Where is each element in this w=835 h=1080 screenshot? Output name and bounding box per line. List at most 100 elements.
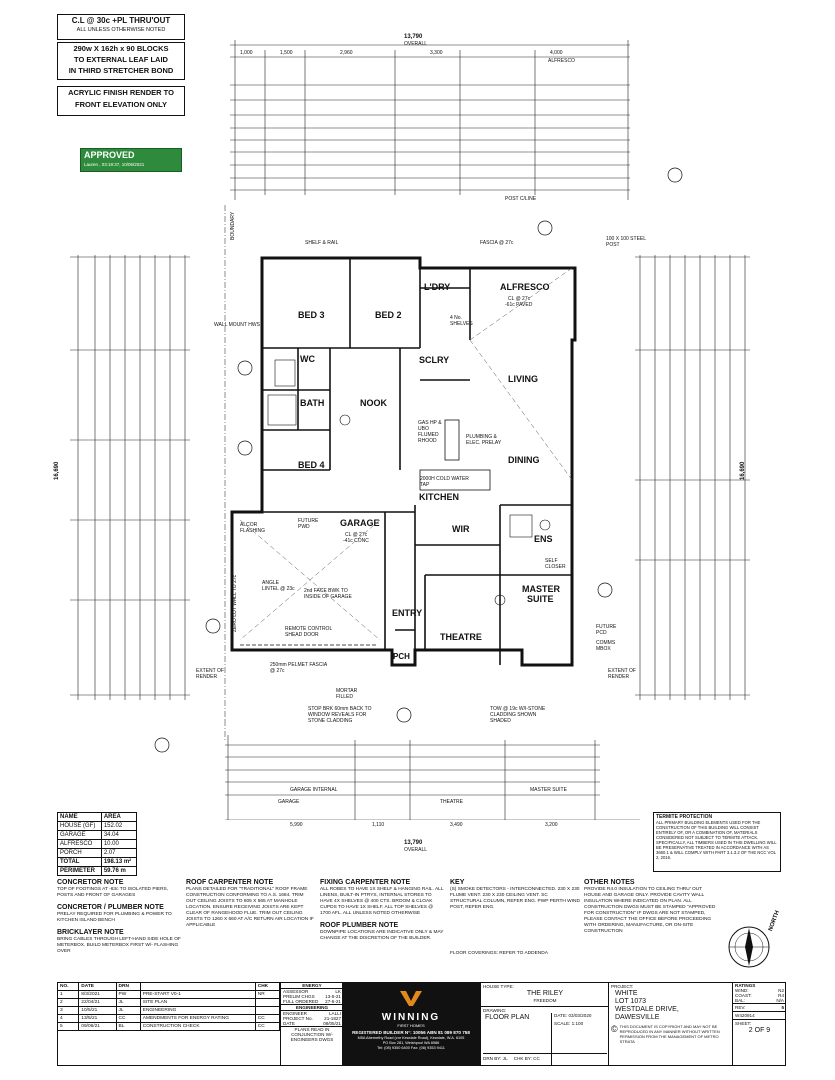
overall-top-dim: 13,790 [404, 34, 423, 40]
area-header-name: NAME [57, 812, 102, 822]
floor-plan-drawing [70, 40, 750, 820]
rev-cell: PRE-START V0-1 [139, 990, 256, 999]
bricklayer-title: BRICKLAYER NOTE [57, 929, 124, 936]
brand-name: WINNING [381, 1012, 441, 1023]
room-bath: BATH [300, 398, 325, 408]
rev-label: REV: [735, 1005, 746, 1010]
room-living: LIVING [508, 374, 539, 384]
garage-cl-note: CL @ 27c [345, 532, 368, 538]
shelf-rail-note: SHELF & RAIL [305, 240, 339, 246]
render-note-line2: FRONT ELEVATION ONLY [75, 100, 167, 109]
gas-hp-note: GAS HP & UBO FLUMED RHOOD [418, 420, 442, 444]
job-number: W420914 [733, 1011, 786, 1019]
rev-cell: 10/5/21 [78, 1006, 117, 1015]
project-client: WHITE [615, 990, 638, 997]
mortar-note: MORTAR FILLED [336, 688, 358, 700]
top-dim-4: 3,300 [430, 50, 443, 56]
wind-label: WIND: [735, 988, 749, 993]
north-label: NORTH [768, 909, 781, 933]
cl-note-line2: ALL UNLESS OTHERWISE NOTED [76, 27, 166, 33]
area-table-header: NAME AREA [57, 812, 138, 822]
room-master-suite: SUITE [527, 594, 554, 604]
north-arrow-icon [728, 926, 770, 968]
drawing-name: FLOOR PLAN [485, 1014, 530, 1021]
energy-value: 13-5-21 [325, 994, 341, 999]
stop-brick-note: STOP BRK 60mm BACK TO WINDOW REVEALS FOR… [308, 706, 372, 724]
bottom-label-theatre: THEATRE [440, 799, 463, 805]
render-note-line1: ACRYLIC FINISH RENDER TO [68, 88, 174, 97]
room-master: MASTER [522, 584, 560, 594]
top-alfresco-label: ALFRESCO [548, 58, 575, 64]
house-type: THE RILEY [526, 990, 564, 997]
approved-detail: Lauren , 03:19:37, 10/06/2021 [84, 162, 145, 167]
notes-col-2: ROOF CARPENTER NOTE PLANS DETAILED FOR "… [186, 878, 314, 929]
concretor-plumber-body: PRELAY REQUIRED FOR PLUMBING & POWER TO … [57, 912, 172, 923]
roof-carpenter-title: ROOF CARPENTER NOTE [186, 879, 274, 886]
tow-stone-note: TOW @ 19c W/I-STONE CLADDING SHOWN SHADE… [490, 706, 546, 724]
rev-cell: 3 [56, 1006, 80, 1015]
rev-col-drn: DRN [115, 982, 141, 991]
steel-post-note: 100 X 100 STEEL POST [606, 236, 646, 248]
fixing-carpenter-body: ALL ROBES TO HAVE 1X SHELF & HANGING RAI… [320, 887, 444, 916]
rev-col-chk: CHK [254, 982, 281, 991]
notes-col-1: CONCRETOR NOTE TOP OF FOOTINGS AT -63c T… [57, 878, 182, 955]
area-cell: TOTAL [57, 857, 102, 867]
copyright-icon: © [611, 1024, 618, 1034]
water-tap-note: 2000H COLD WATER TAP [420, 476, 469, 488]
chk-label: CHK BY: [513, 1056, 532, 1061]
energy-key: PRELIM CHGS [283, 994, 315, 999]
area-cell: 34.04 [100, 830, 138, 840]
project-street: WESTDALE DRIVE, [615, 1006, 679, 1013]
overall-bottom-word: OVERALL [404, 847, 428, 853]
brand-phone: Tel: (08) 9350 6400 Fax: (08) 9353 9411 [377, 1046, 445, 1050]
room-entry: ENTRY [392, 608, 423, 618]
termite-body: ALL PRIMARY BUILDING ELEMENTS USED FOR T… [656, 820, 777, 860]
alcor-flashing-note: ALCOR FLASHING [240, 522, 266, 534]
drawing-label: DRAWING: [481, 1006, 609, 1014]
boundary-label: BOUNDARY [230, 211, 236, 240]
room-bed3: BED 3 [298, 310, 325, 320]
area-cell: PERIMETER [57, 866, 102, 876]
area-cell: 2.07 [100, 848, 138, 858]
rev-cell: 13/5/21 [78, 1014, 117, 1023]
area-cell: 10.00 [100, 839, 138, 849]
future-pod-note: FUTURE PCD [596, 624, 617, 636]
room-bed2: BED 2 [375, 310, 402, 320]
bottom-dim-3: 3,490 [450, 822, 463, 828]
project-suburb: DAWESVILLE [615, 1014, 660, 1021]
wind-value: N2 [778, 988, 784, 993]
area-cell: PORCH [57, 848, 102, 858]
rev-cell: JL [115, 998, 141, 1007]
approved-label: APPROVED [84, 150, 135, 160]
room-scullery: SCLRY [419, 355, 450, 365]
alfresco-cl-note: CL @ 27c [508, 296, 531, 302]
eng-key: PROJECT No. [283, 1016, 313, 1021]
top-dim-2: 1,500 [280, 50, 293, 56]
copyright-text: THIS DOCUMENT IS COPYRIGHT AND MAY NOT B… [619, 1024, 720, 1044]
pelmet-note: 250mm PELMET FASCIA @ 27c [270, 662, 327, 674]
notes-col-5: OTHER NOTES PROVIDE R4.0 INSULATION TO C… [584, 878, 719, 935]
eng-note: PLANS READ IN CONJUNCTION W/- ENGINEERS … [281, 1026, 343, 1042]
bottom-dim-1: 5,990 [290, 822, 303, 828]
room-theatre: THEATRE [440, 632, 482, 642]
alfresco-paved-note: -61c PAVED [505, 302, 533, 308]
overall-top-word: OVERALL [404, 41, 428, 47]
roof-plumber-body: DOWNPIPE LOCATIONS ARE INDICATIVE ONLY &… [320, 930, 444, 941]
room-alfresco: ALFRESCO [500, 282, 550, 292]
room-bed4: BED 4 [298, 460, 325, 470]
sheet-label: SHEET: [733, 1019, 786, 1027]
notes-col-3: FIXING CARPENTER NOTE ALL ROBES TO HAVE … [320, 878, 445, 942]
scale-value: 1:100 [571, 1021, 584, 1026]
cl-note-line1: C.L @ 30c +PL THRU'OUT [71, 16, 171, 25]
self-closer-note: SELF CLOSER [545, 558, 566, 570]
project-block: PROJECT: WHITE LOT 1073 WESTDALE DRIVE, … [608, 983, 733, 1065]
top-dim-1: 1,000 [240, 50, 253, 56]
table-row: HOUSE (GF)152.02 [57, 821, 138, 831]
area-cell: 59.76 m [100, 866, 138, 876]
eng-key: DATE [283, 1021, 295, 1026]
